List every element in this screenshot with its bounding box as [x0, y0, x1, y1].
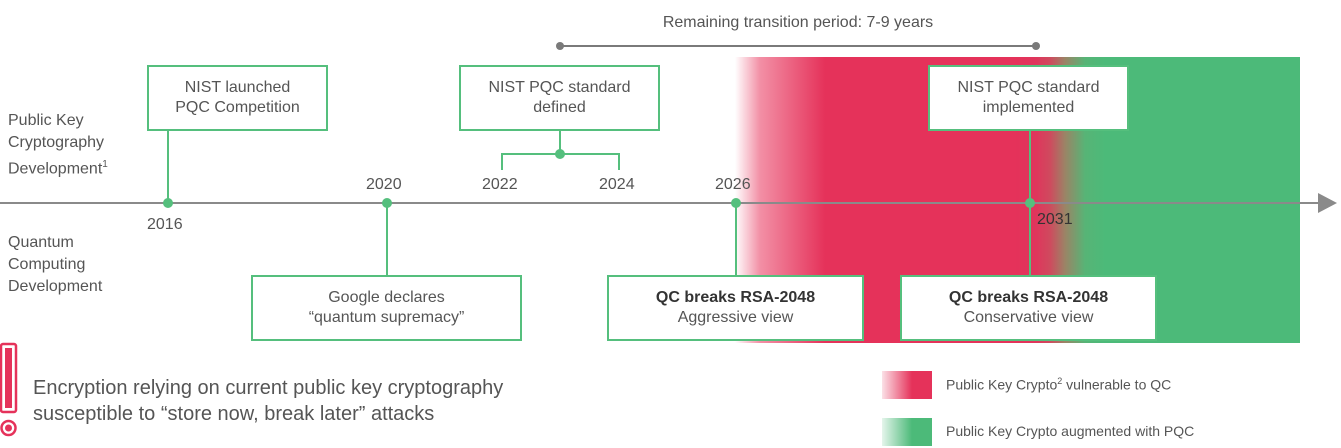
- warning-line2: susceptible to “store now, break later” …: [33, 403, 435, 425]
- event-subtitle: “quantum supremacy”: [308, 309, 465, 326]
- public-key-label-line3: Development1: [8, 159, 108, 178]
- event-quantum-supremacy: Google declares “quantum supremacy”: [251, 275, 522, 341]
- event-title: NIST PQC standard: [488, 79, 631, 96]
- event-nist-defined: NIST PQC standard defined: [459, 65, 660, 131]
- event-subtitle: implemented: [982, 99, 1075, 116]
- year-2020: 2020: [366, 176, 402, 193]
- quantum-dev-label: Quantum Computing Development: [8, 232, 102, 298]
- dot-nist-defined: [555, 149, 565, 159]
- footnote-1: 1: [102, 159, 108, 170]
- event-title: Google declares: [328, 289, 445, 306]
- warning-icon-bar-fill: [5, 348, 12, 408]
- legend-swatch-vulnerable: [882, 371, 932, 399]
- quantum-label-line1: Quantum: [8, 234, 74, 251]
- warning-icon-dot-fill: [5, 424, 12, 432]
- year-2022: 2022: [482, 176, 518, 193]
- legend-swatch-pqc: [882, 418, 932, 446]
- transition-end-dot: [1032, 42, 1040, 50]
- event-qc-conservative: QC breaks RSA-2048 Conservative view: [900, 275, 1157, 341]
- event-subtitle: defined: [533, 99, 586, 116]
- transition-period-label: Remaining transition period: 7-9 years: [662, 14, 934, 31]
- event-title: QC breaks RSA-2048: [948, 289, 1109, 306]
- event-subtitle: Conservative view: [963, 309, 1094, 326]
- quantum-label-line2: Computing: [8, 256, 86, 273]
- legend-label-vulnerable: Public Key Crypto2 vulnerable to QC: [946, 376, 1172, 393]
- quantum-label-line3: Development: [8, 278, 103, 295]
- dot-2020: [382, 198, 392, 208]
- event-title: QC breaks RSA-2048: [655, 289, 816, 306]
- event-nist-launched: NIST launched PQC Competition: [147, 65, 328, 131]
- event-qc-aggressive: QC breaks RSA-2048 Aggressive view: [607, 275, 864, 341]
- event-title: NIST PQC standard: [957, 79, 1100, 96]
- event-nist-implemented: NIST PQC standard implemented: [928, 65, 1129, 131]
- year-2016: 2016: [147, 216, 183, 233]
- warning-text: Encryption relying on current public key…: [33, 375, 503, 427]
- warning-line1: Encryption relying on current public key…: [33, 377, 504, 399]
- year-2031: 2031: [1037, 211, 1073, 228]
- dot-2031: [1025, 198, 1035, 208]
- timeline-arrow-icon: [1318, 193, 1337, 213]
- year-2026: 2026: [715, 176, 751, 193]
- event-title: NIST launched: [184, 79, 291, 96]
- year-2024: 2024: [599, 176, 635, 193]
- event-subtitle: Aggressive view: [677, 309, 794, 326]
- dot-2026: [731, 198, 741, 208]
- dot-2016: [163, 198, 173, 208]
- transition-start-dot: [556, 42, 564, 50]
- public-key-dev-label: Public Key Cryptography Development1: [8, 110, 108, 180]
- public-key-label-line1: Public Key: [8, 112, 84, 129]
- legend-label-pqc: Public Key Crypto augmented with PQC: [946, 423, 1195, 439]
- public-key-label-line2: Cryptography: [8, 134, 105, 151]
- event-subtitle: PQC Competition: [175, 99, 300, 116]
